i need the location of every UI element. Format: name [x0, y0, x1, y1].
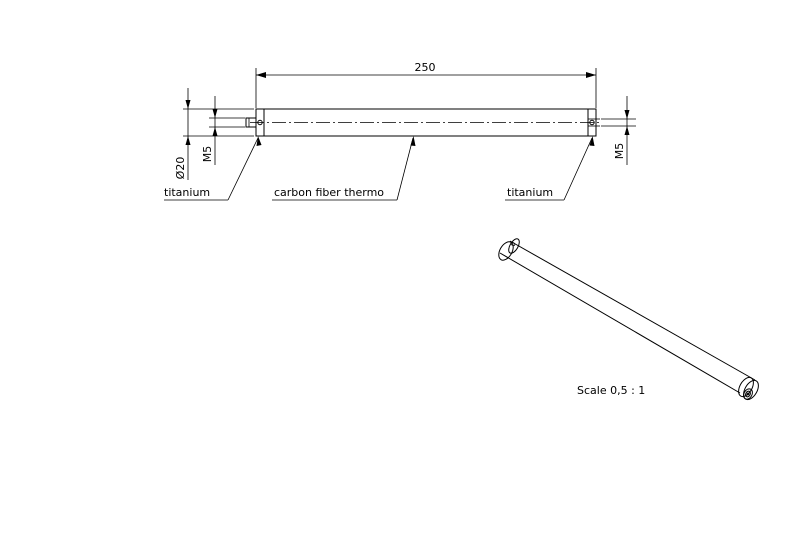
length-dimension: 250 [255, 61, 597, 108]
tube-leader: carbon fiber thermo [272, 136, 416, 201]
rod-side-view [245, 108, 602, 137]
length-label: 250 [415, 61, 436, 74]
left-thread-label: M5 [201, 146, 214, 163]
scale-label: Scale 0,5 : 1 [577, 384, 645, 397]
diameter-dimension: Ø20 [174, 88, 254, 180]
left-leader: titanium [164, 136, 262, 201]
right-thread-label: M5 [613, 143, 626, 160]
right-end-label: titanium [507, 186, 553, 199]
right-thread-dimension: M5 [601, 96, 636, 165]
left-end-label: titanium [164, 186, 210, 199]
tube-label: carbon fiber thermo [274, 186, 384, 199]
rod-isometric-view [498, 238, 759, 401]
diameter-label: Ø20 [174, 157, 187, 180]
back-end-cap [498, 241, 514, 261]
left-thread-dimension: M5 [201, 96, 245, 165]
right-leader: titanium [505, 136, 595, 201]
